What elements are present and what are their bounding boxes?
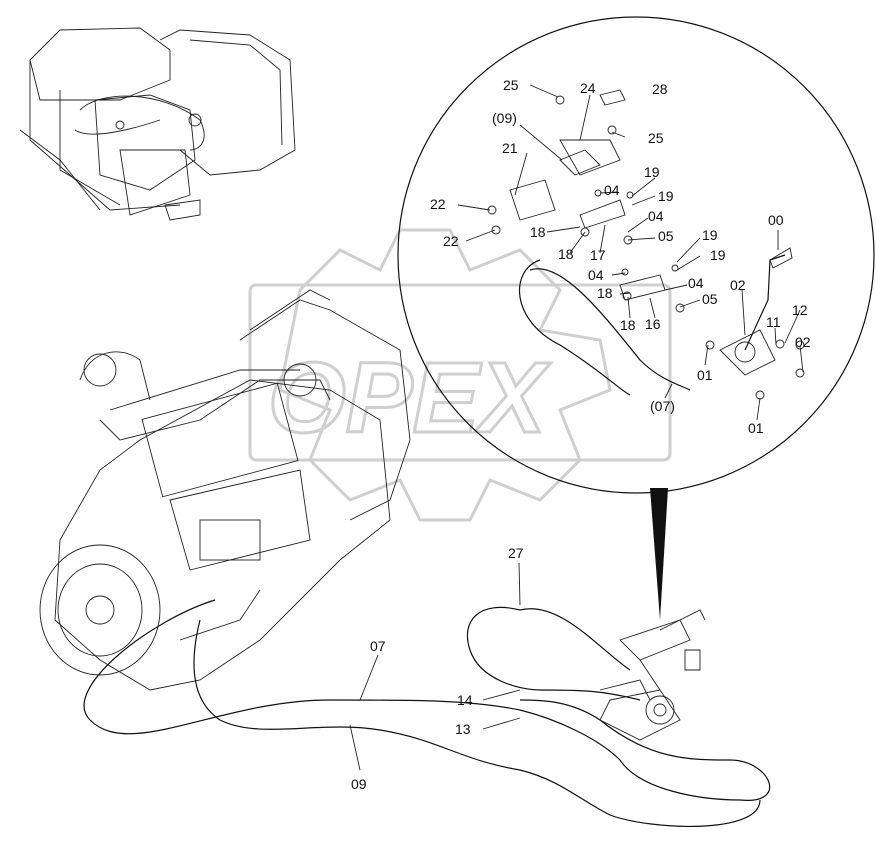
part-label-16: 16 — [645, 316, 661, 332]
lever-00 — [744, 254, 786, 351]
part-label-01a: 01 — [697, 367, 713, 383]
lever-assembly — [599, 609, 706, 741]
watermark-gear-icon — [278, 228, 612, 522]
cable-07-detail — [518, 259, 631, 396]
part-labels: 25 24 28 (09) 25 21 19 04 19 22 04 18 05… — [351, 77, 811, 792]
part-label-28: 28 — [652, 81, 668, 97]
part-label-19a: 19 — [644, 164, 660, 180]
part-label-19c: 19 — [702, 227, 718, 243]
part-label-21: 21 — [502, 140, 518, 156]
flywheel — [39, 544, 161, 676]
part-label-14: 14 — [457, 692, 473, 708]
watermark-frame — [248, 283, 672, 462]
part-label-22b: 22 — [443, 233, 459, 249]
part-label-11: 11 — [766, 314, 781, 330]
bracket-17 — [579, 199, 626, 229]
part-label-01b: 01 — [748, 420, 764, 436]
engine-sketch — [39, 289, 411, 691]
watermark: OPEX — [248, 228, 672, 522]
part-label-17: 17 — [590, 247, 606, 263]
bracket-16 — [619, 274, 666, 301]
cables — [83, 599, 771, 828]
part-label-22a: 22 — [430, 196, 446, 212]
part-label-04c: 04 — [588, 267, 604, 283]
part-label-05b: 05 — [702, 291, 718, 307]
part-label-24: 24 — [580, 80, 596, 96]
part-label-25: 25 — [503, 77, 519, 93]
bracket-24 — [559, 139, 621, 176]
excavator-sketch — [19, 27, 296, 221]
lever-base — [719, 329, 776, 376]
part-label-07-detail: (07) — [650, 398, 675, 414]
part-label-13: 13 — [455, 721, 471, 737]
label-plate-28 — [599, 89, 626, 106]
part-label-09-detail: (09) — [492, 110, 517, 126]
cable-09 — [193, 619, 761, 828]
part-label-12: 12 — [792, 302, 808, 318]
detail-pointer — [650, 488, 668, 620]
cable-27 — [466, 606, 641, 701]
part-label-09: 09 — [351, 776, 367, 792]
part-label-04a: 04 — [604, 182, 620, 198]
part-label-05a: 05 — [658, 228, 674, 244]
part-label-18a: 18 — [530, 224, 546, 240]
part-label-04d: 04 — [688, 275, 704, 291]
part-label-07: 07 — [370, 638, 386, 654]
detail-zoom-circle — [397, 16, 875, 494]
part-label-02a: 02 — [730, 277, 746, 293]
cable-09-detail — [529, 268, 691, 391]
bracket-21 — [509, 179, 556, 221]
part-label-02b: 02 — [795, 334, 811, 350]
part-label-18d: 18 — [620, 317, 636, 333]
part-label-27: 27 — [508, 545, 524, 561]
cable-07 — [83, 599, 771, 801]
part-label-04b: 04 — [648, 208, 664, 224]
part-label-25b: 25 — [648, 130, 664, 146]
part-label-19d: 19 — [710, 247, 726, 263]
part-label-00: 00 — [768, 212, 784, 228]
leader-lines — [349, 84, 804, 771]
part-label-18b: 18 — [558, 246, 574, 262]
part-label-18c: 18 — [597, 285, 613, 301]
part-label-19b: 19 — [658, 188, 674, 204]
connector-09 — [559, 149, 601, 176]
